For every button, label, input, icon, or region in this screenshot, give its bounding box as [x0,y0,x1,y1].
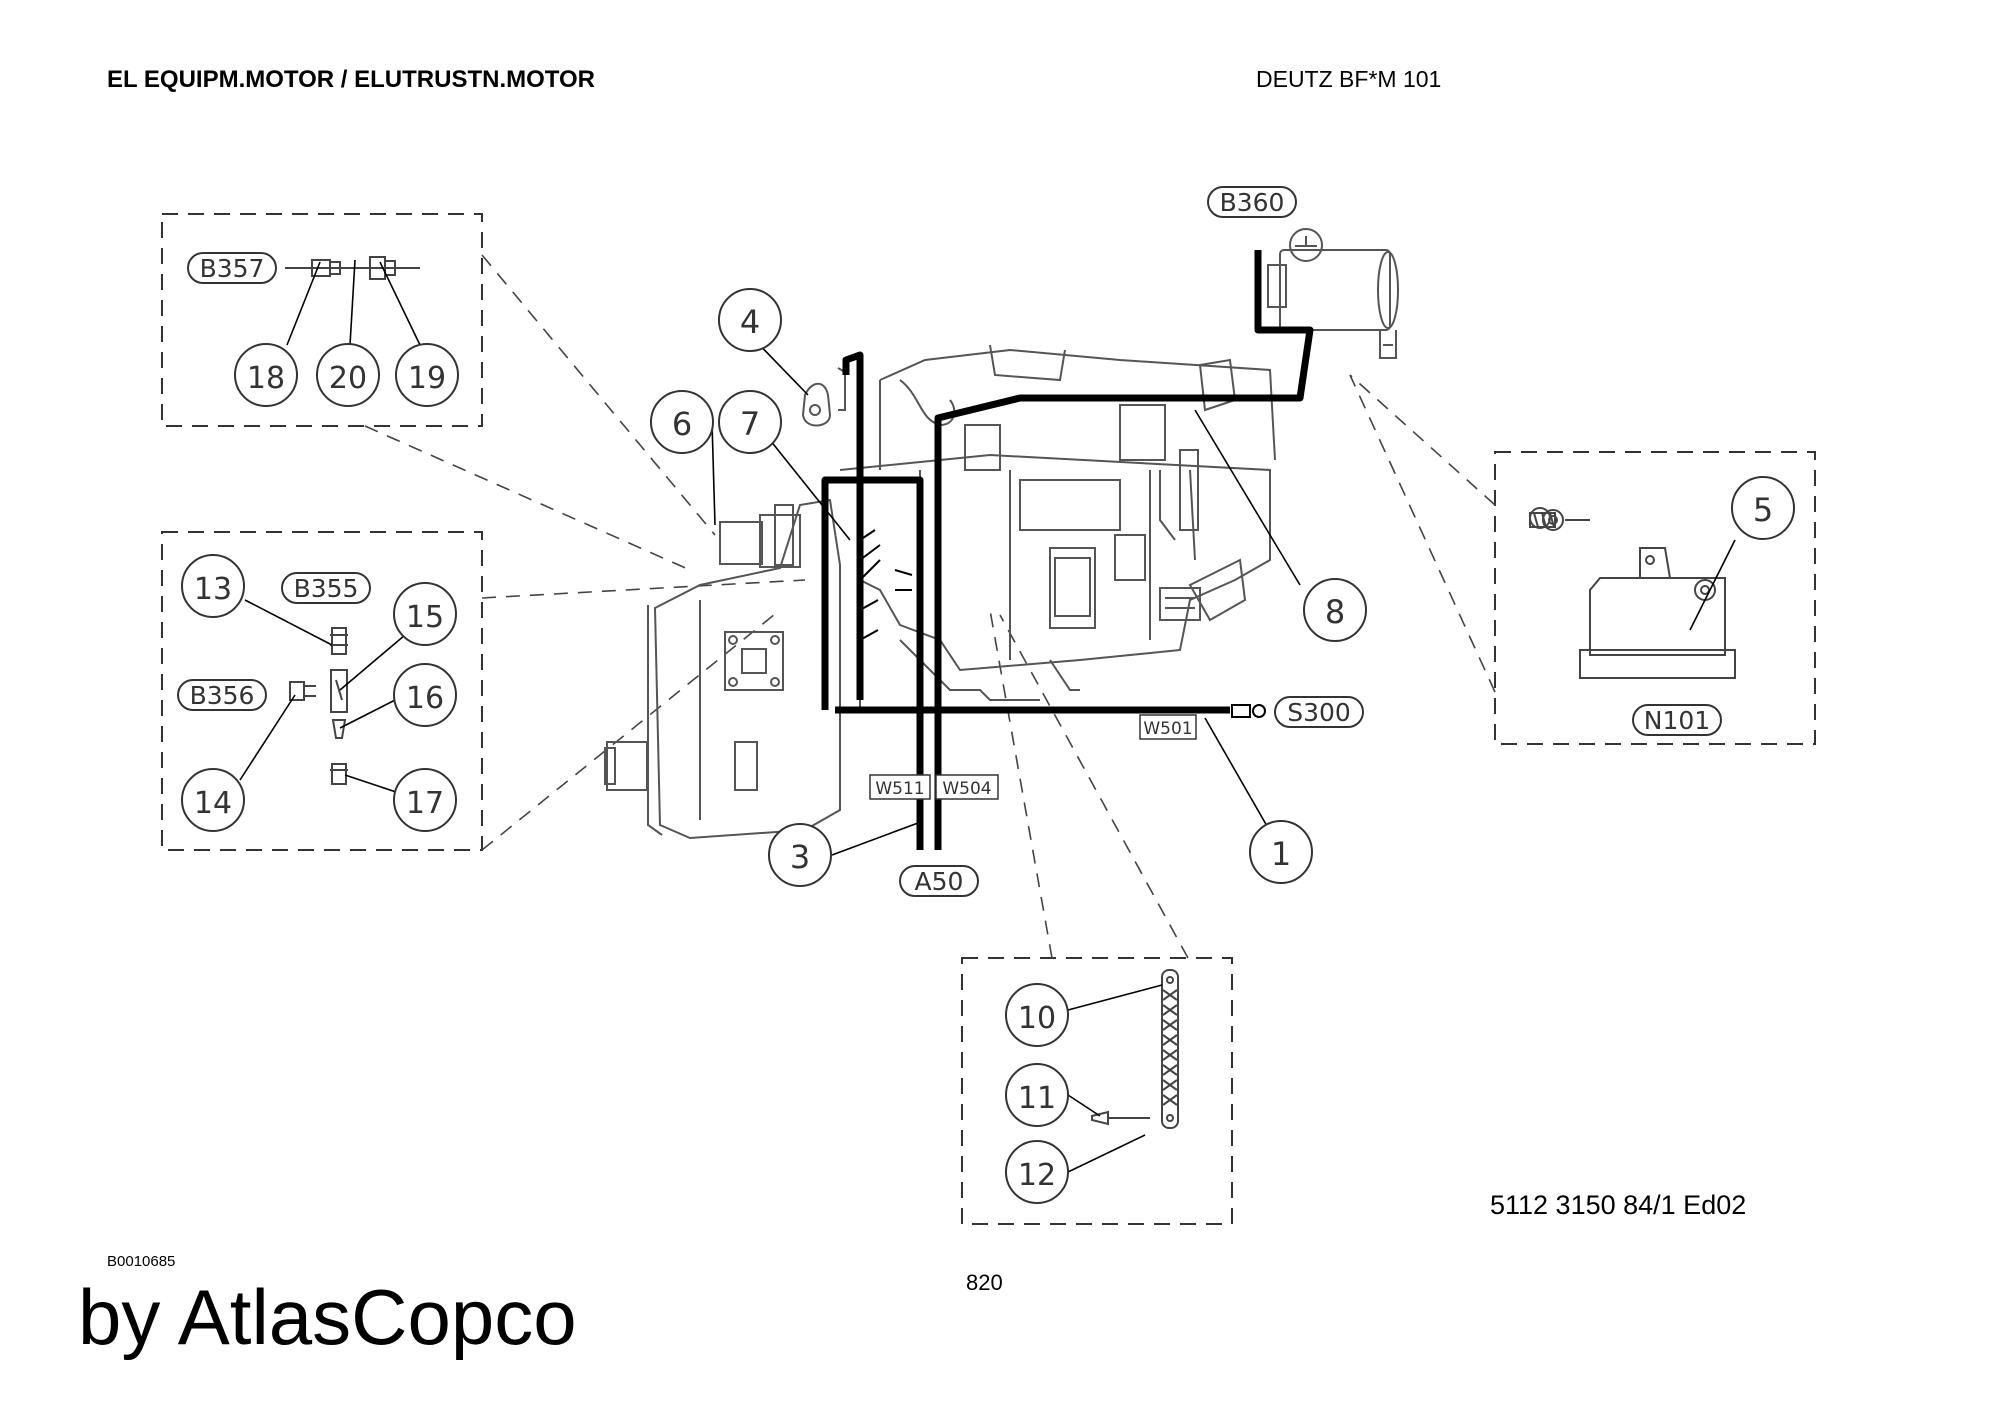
svg-text:12: 12 [1018,1158,1056,1193]
page-title: EL EQUIPM.MOTOR / ELUTRUSTN.MOTOR [107,66,596,93]
svg-text:W511: W511 [875,779,924,799]
svg-text:11: 11 [1018,1081,1056,1116]
svg-text:B360: B360 [1220,188,1285,217]
callout-4: 4 [718,288,782,352]
callouts: 1 3 4 5 6 7 8 10 11 12 13 14 15 16 17 18… [181,288,1795,1204]
svg-text:W501: W501 [1143,719,1192,739]
sensors-b355-b356-drawing [289,627,348,785]
callout-1: 1 [1249,820,1313,884]
callout-8: 8 [1303,578,1367,642]
callout-14: 14 [181,768,245,832]
harness-labels: W501 W511 W504 [869,714,1197,800]
relay-n101-drawing [1529,507,1736,679]
callout-19: 19 [395,343,459,407]
sensor-b360-drawing [1267,228,1399,359]
svg-text:16: 16 [406,681,444,716]
callout-10: 10 [1005,983,1069,1047]
svg-text:20: 20 [329,361,367,396]
callout-16: 16 [393,663,457,727]
label-a50: A50 [899,865,979,897]
svg-text:10: 10 [1018,1001,1056,1036]
svg-text:S300: S300 [1287,698,1351,727]
callout-20: 20 [316,343,380,407]
sensor-b357-drawing [285,256,420,280]
detail-box-relay-n101 [1494,451,1816,745]
detail-leaders [364,254,1496,959]
svg-text:4: 4 [740,303,760,341]
svg-text:8: 8 [1325,593,1345,631]
image-reference: B0010685 [107,1253,176,1270]
svg-text:W504: W504 [942,779,991,799]
ground-strap-drawing [1091,969,1179,1129]
document-number: 5112 3150 84/1 Ed02 [1490,1190,1747,1220]
svg-text:18: 18 [247,361,285,396]
engine-model: DEUTZ BF*M 101 [1256,66,1442,92]
callout-5: 5 [1731,476,1795,540]
svg-text:1: 1 [1271,835,1291,873]
label-b357: B357 [187,252,277,284]
svg-text:13: 13 [194,572,232,607]
brand-watermark: by AtlasCopco [78,1273,577,1361]
svg-text:3: 3 [790,838,810,876]
svg-text:6: 6 [672,405,692,443]
callout-6: 6 [650,390,714,454]
callout-17: 17 [393,768,457,832]
harness-connectors [859,529,1266,718]
label-b355: B355 [281,572,371,604]
callout-12: 12 [1005,1140,1069,1204]
page-number: 820 [966,1270,1003,1295]
svg-text:A50: A50 [915,867,964,896]
label-b356: B356 [177,679,267,711]
callout-3: 3 [768,823,832,887]
detail-boxes [161,213,1816,1225]
callout-15: 15 [393,582,457,646]
detail-box-ground-strap [961,957,1233,1225]
svg-text:5: 5 [1753,491,1773,529]
svg-text:B356: B356 [190,681,255,710]
label-w501: W501 [1139,714,1197,740]
label-s300: S300 [1274,696,1364,728]
callout-11: 11 [1005,1063,1069,1127]
svg-text:B355: B355 [294,574,359,603]
svg-text:N101: N101 [1644,706,1710,735]
callout-leaders [239,259,1736,1173]
detail-box-sensors-b355-b356 [161,531,483,851]
callout-18: 18 [234,343,298,407]
callout-13: 13 [181,554,245,618]
callout-7: 7 [718,390,782,454]
engine-drawing [604,344,1276,840]
component-labels: B357 B355 B356 B360 S300 N101 A50 [177,186,1722,897]
wiring-harness [821,250,1314,850]
svg-text:19: 19 [408,361,446,396]
label-w511: W511 [869,774,931,800]
label-w504: W504 [935,774,999,800]
svg-text:7: 7 [740,405,760,443]
detail-box-sensor-b357 [161,213,483,427]
svg-text:B357: B357 [200,254,265,283]
svg-text:14: 14 [194,786,232,821]
svg-text:15: 15 [406,600,444,635]
label-b360: B360 [1207,186,1297,218]
label-n101: N101 [1632,704,1722,736]
svg-text:17: 17 [406,786,444,821]
